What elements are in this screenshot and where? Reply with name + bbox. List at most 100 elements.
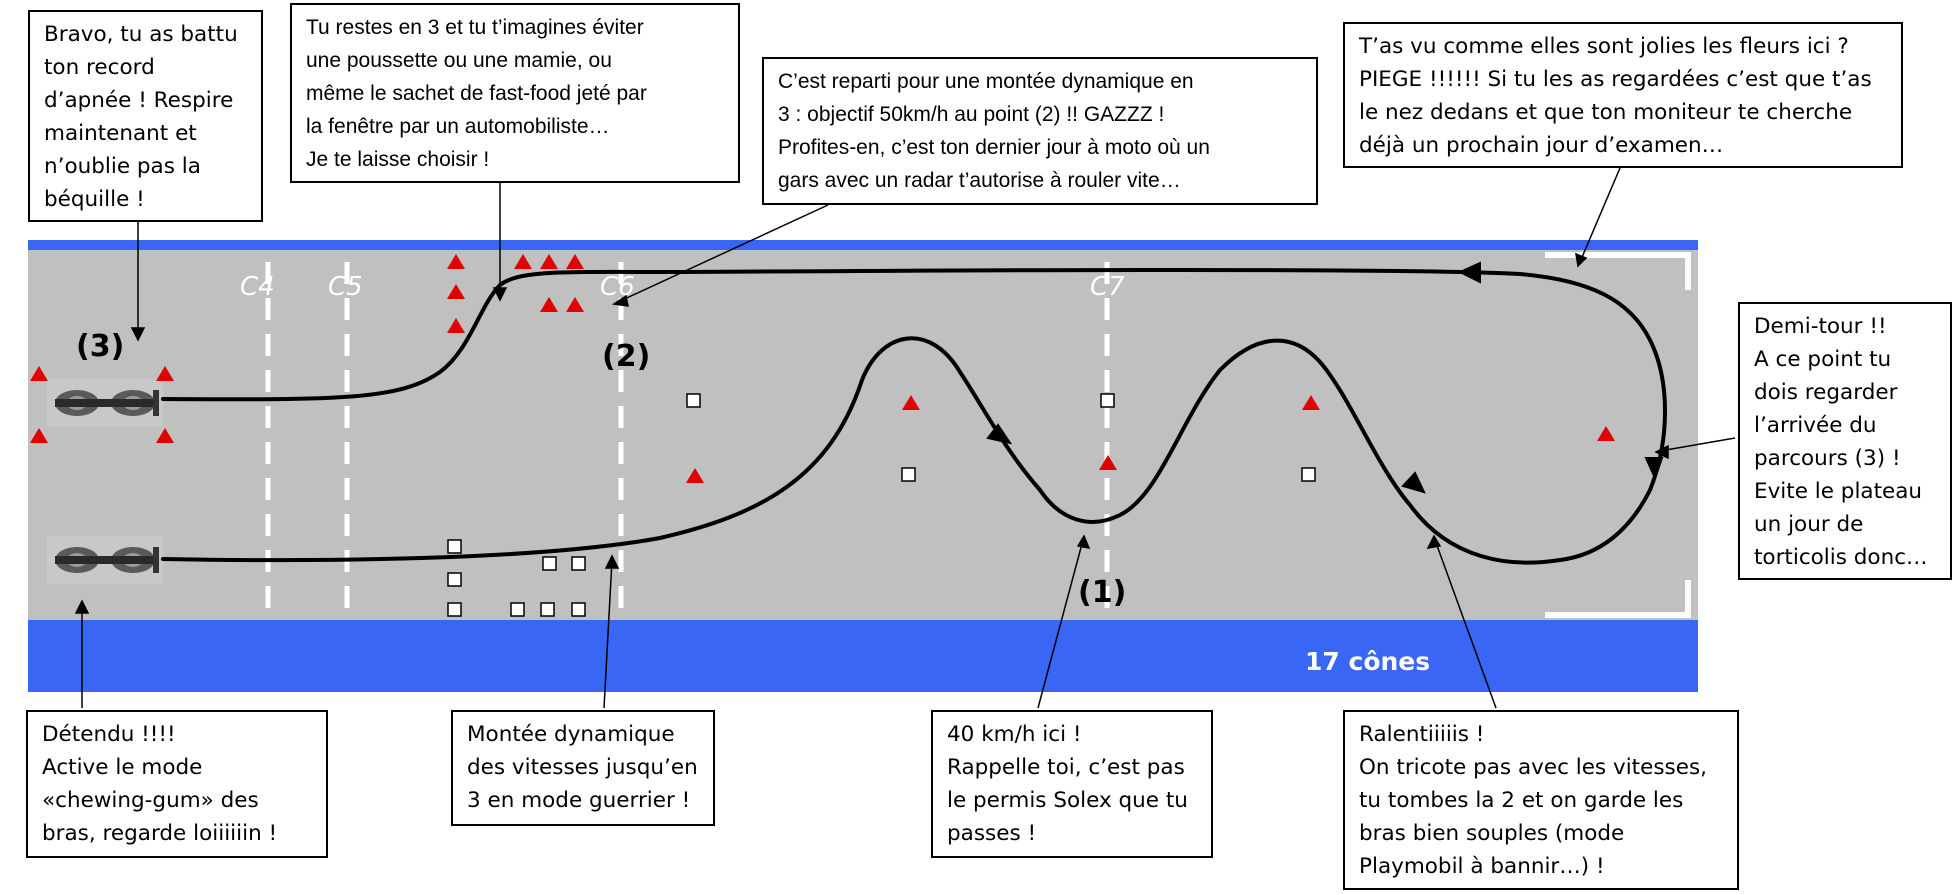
- note-line: tu tombes la 2 et on garde les: [1359, 788, 1684, 813]
- square-marker: [542, 556, 557, 571]
- pointer-tip: [604, 554, 620, 569]
- label-point-2: (2): [602, 339, 650, 374]
- note-line: maintenant et: [44, 121, 197, 146]
- note-line: A ce point tu: [1754, 347, 1892, 372]
- note-line: 3 : objectif 50km/h au point (2) !! GAZZ…: [778, 103, 1165, 126]
- pointer-tip: [1076, 534, 1091, 549]
- path-outbound: [161, 268, 1667, 565]
- cone: [686, 468, 704, 483]
- square-marker: [447, 539, 462, 554]
- square-marker: [686, 393, 701, 408]
- note-line: gars avec un radar t’autorise à rouler v…: [778, 169, 1181, 192]
- square-marker: [901, 467, 916, 482]
- note-ralenti: Ralentiiiiis ! On tricote pas avec les v…: [1343, 710, 1739, 890]
- cone: [902, 395, 920, 410]
- note-line: le nez dedans et que ton moniteur te che…: [1359, 100, 1853, 125]
- label-point-1: (1): [1078, 575, 1126, 610]
- cone: [1302, 395, 1320, 410]
- pointer-tip: [1575, 252, 1588, 268]
- motorcycle-start: [47, 536, 163, 584]
- note-line: bras bien souples (mode: [1359, 821, 1625, 846]
- square-marker: [447, 572, 462, 587]
- cone: [566, 297, 584, 312]
- note-fleurs: T’as vu comme elles sont jolies les fleu…: [1343, 22, 1903, 168]
- pointer-reparti: [617, 204, 829, 303]
- course-track: [28, 240, 1698, 692]
- arrow-3: [1644, 457, 1664, 481]
- note-line: Profites-en, c’est ton dernier jour à mo…: [778, 136, 1210, 159]
- square-marker: [571, 602, 586, 617]
- note-line: d’apnée ! Respire: [44, 88, 234, 113]
- lane-lines: [265, 262, 1110, 615]
- red-cones: [30, 254, 1615, 483]
- note-line: Tu restes en 3 et tu t’imagines éviter: [306, 16, 644, 39]
- pointer-tip: [74, 599, 90, 614]
- pointer-montee: [603, 559, 613, 709]
- track-surface: [28, 240, 1698, 620]
- cone: [1597, 426, 1615, 441]
- cone: [30, 428, 48, 443]
- note-line: Bravo, tu as battu: [44, 22, 238, 47]
- note-line: passes !: [947, 821, 1037, 846]
- cone: [540, 297, 558, 312]
- bottom-blue-band: [28, 620, 1698, 692]
- square-marker: [1100, 393, 1115, 408]
- note-line: Playmobil à bannir…) !: [1359, 854, 1605, 879]
- note-line: déjà un prochain jour d’examen…: [1359, 133, 1724, 158]
- marker-c7: C7: [1090, 272, 1125, 302]
- cone-count-label: 17 cônes: [1305, 647, 1430, 676]
- note-montee: Montée dynamique des vitesses jusqu’en 3…: [451, 710, 715, 826]
- pointer-ralenti: [1434, 539, 1497, 709]
- marker-c4: C4: [240, 272, 275, 302]
- label-point-3: (3): [76, 329, 124, 364]
- note-line: PIEGE !!!!!! Si tu les as regardées c’es…: [1359, 67, 1872, 92]
- square-marker: [571, 556, 586, 571]
- cone: [514, 254, 532, 269]
- cone: [447, 254, 465, 269]
- cone: [30, 366, 48, 381]
- top-blue-border: [28, 240, 1698, 250]
- square-marker: [540, 602, 555, 617]
- note-reparti: C’est reparti pour une montée dynamique …: [762, 57, 1318, 205]
- note-quarante: 40 km/h ici ! Rappelle toi, c’est pas le…: [931, 710, 1213, 858]
- note-line: Ralentiiiiis !: [1359, 722, 1485, 747]
- note-line: n’oublie pas la: [44, 154, 201, 179]
- note-line: C’est reparti pour une montée dynamique …: [778, 70, 1194, 93]
- cone: [156, 366, 174, 381]
- note-demitour: Demi-tour !! A ce point tu dois regarder…: [1738, 302, 1952, 580]
- pointer-fleurs: [1579, 167, 1621, 263]
- note-line: Détendu !!!!: [42, 722, 176, 747]
- square-marker: [510, 602, 525, 617]
- note-line: dois regarder: [1754, 380, 1898, 405]
- note-line: Rappelle toi, c’est pas: [947, 755, 1185, 780]
- note-line: béquille !: [44, 187, 145, 212]
- cone: [447, 318, 465, 333]
- square-marker: [1301, 467, 1316, 482]
- note-line: «chewing-gum» des: [42, 788, 259, 813]
- square-marker: [447, 602, 462, 617]
- end-bracket-top: [1545, 252, 1691, 290]
- note-line: parcours (3) !: [1754, 446, 1901, 471]
- pointer-tip: [1426, 534, 1442, 549]
- note-line: la fenêtre par un automobiliste…: [306, 115, 610, 138]
- pointer-tip: [1654, 444, 1669, 460]
- note-line: Montée dynamique: [467, 722, 675, 747]
- riding-path: [161, 261, 1667, 565]
- note-line: même le sachet de fast-food jeté par: [306, 82, 647, 105]
- note-line: des vitesses jusqu’en: [467, 755, 698, 780]
- cone: [156, 428, 174, 443]
- marker-c5: C5: [328, 272, 363, 302]
- note-bravo: Bravo, tu as battu ton record d’apnée ! …: [28, 10, 263, 222]
- note-line: ton record: [44, 55, 155, 80]
- note-line: 40 km/h ici !: [947, 722, 1082, 747]
- note-line: le permis Solex que tu: [947, 788, 1188, 813]
- end-bracket-bottom: [1545, 580, 1691, 618]
- note-line: l’arrivée du: [1754, 413, 1877, 438]
- note-line: Active le mode: [42, 755, 203, 780]
- note-detendu: Détendu !!!! Active le mode «chewing-gum…: [26, 710, 328, 858]
- cone: [1099, 455, 1117, 470]
- arrow-4: [1457, 261, 1481, 284]
- pointer-tip: [611, 294, 629, 307]
- callout-pointers: [74, 167, 1736, 709]
- note-line: 3 en mode guerrier !: [467, 788, 691, 813]
